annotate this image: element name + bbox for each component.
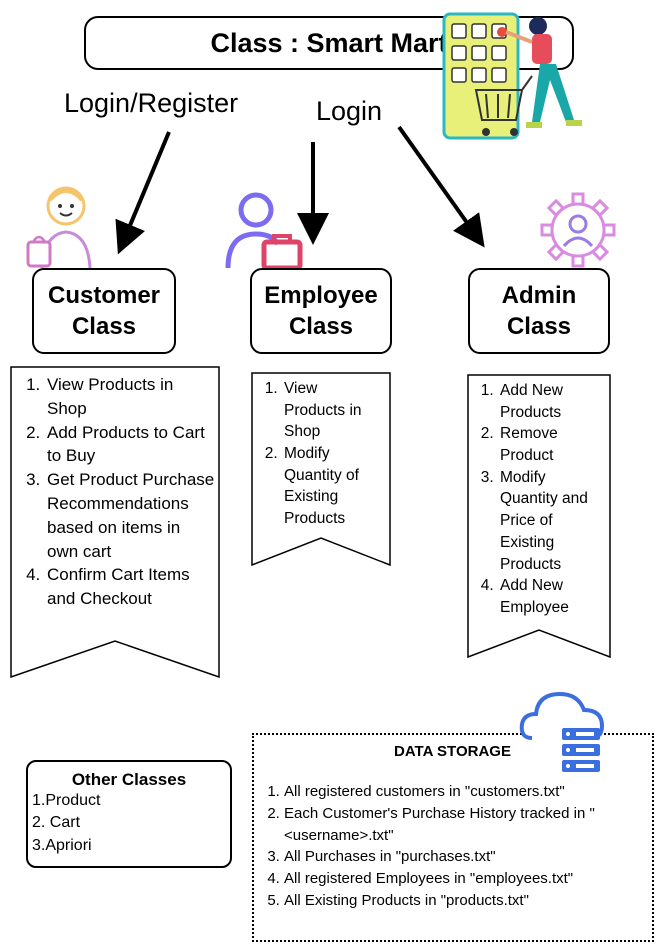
- customer-features-banner: View Products in Shop Add Products to Ca…: [10, 366, 220, 678]
- customer-features-list: View Products in Shop Add Products to Ca…: [10, 366, 215, 611]
- list-item: View Products in Shop: [45, 373, 215, 421]
- list-item: All registered Employees in "employees.t…: [284, 868, 656, 890]
- list-item: View Products in Shop: [282, 378, 378, 443]
- data-storage-box: DATA STORAGE All registered customers in…: [252, 733, 654, 942]
- data-storage-title: DATA STORAGE: [394, 743, 511, 760]
- edge-label-login-register: Login/Register: [64, 88, 239, 118]
- employee-features-list: View Products in Shop Modify Quantity of…: [251, 372, 378, 530]
- employee-class-suffix: Class: [288, 313, 354, 340]
- admin-features-list: Add New Products Remove Product Modify Q…: [467, 374, 602, 619]
- admin-class-box: Admin Class: [468, 268, 610, 354]
- customer-class-name: Customer: [47, 281, 161, 309]
- admin-features-banner: Add New Products Remove Product Modify Q…: [467, 374, 611, 658]
- list-item: Add New Employee: [498, 575, 602, 618]
- banner-shape: [10, 366, 220, 678]
- data-storage-list: All registered customers in "customers.t…: [268, 781, 656, 912]
- list-item: All Purchases in "purchases.txt": [284, 846, 656, 868]
- cloud-server-icon: [518, 688, 608, 778]
- banner-shape: [251, 372, 391, 566]
- list-item: Get Product Purchase Recommendations bas…: [45, 468, 215, 563]
- other-classes-box: Other Classes 1.Product 2. Cart 3.Aprior…: [26, 760, 232, 868]
- customer-class-suffix: Class: [71, 313, 137, 340]
- admin-gear-icon: [538, 190, 618, 270]
- admin-class-name: Admin: [501, 281, 577, 309]
- list-item: Modify Quantity of Existing Products: [282, 443, 378, 530]
- customer-class-box: Customer Class: [32, 268, 176, 354]
- diagram-title: Class : Smart Mart: [84, 16, 574, 70]
- list-item: All Existing Products in "products.txt": [284, 890, 656, 912]
- list-item: Remove Product: [498, 423, 602, 466]
- other-classes-title: Other Classes: [71, 770, 187, 789]
- employee-class-name: Employee: [264, 281, 378, 309]
- employee-class-box: Employee Class: [250, 268, 392, 354]
- admin-class-suffix: Class: [506, 313, 572, 340]
- list-item: Add New Products: [498, 380, 602, 423]
- list-item: Modify Quantity and Price of Existing Pr…: [498, 467, 602, 575]
- list-item: Add Products to Cart to Buy: [45, 421, 215, 469]
- list-item: All registered customers in "customers.t…: [284, 781, 656, 803]
- list-item: 1.Product: [32, 792, 101, 809]
- list-item: 2. Cart: [32, 814, 81, 832]
- shopping-cart-illustration: [440, 10, 592, 146]
- list-item: Confirm Cart Items and Checkout: [45, 563, 215, 611]
- list-item: 3.Apriori: [32, 836, 92, 854]
- employee-features-banner: View Products in Shop Modify Quantity of…: [251, 372, 391, 566]
- banner-shape: [467, 374, 611, 658]
- customer-with-bag-icon: [26, 176, 106, 272]
- edge-label-login: Login: [316, 96, 383, 126]
- list-item: Each Customer's Purchase History tracked…: [284, 803, 656, 847]
- employee-with-briefcase-icon: [222, 192, 306, 272]
- arrow-to-customer: [115, 131, 171, 255]
